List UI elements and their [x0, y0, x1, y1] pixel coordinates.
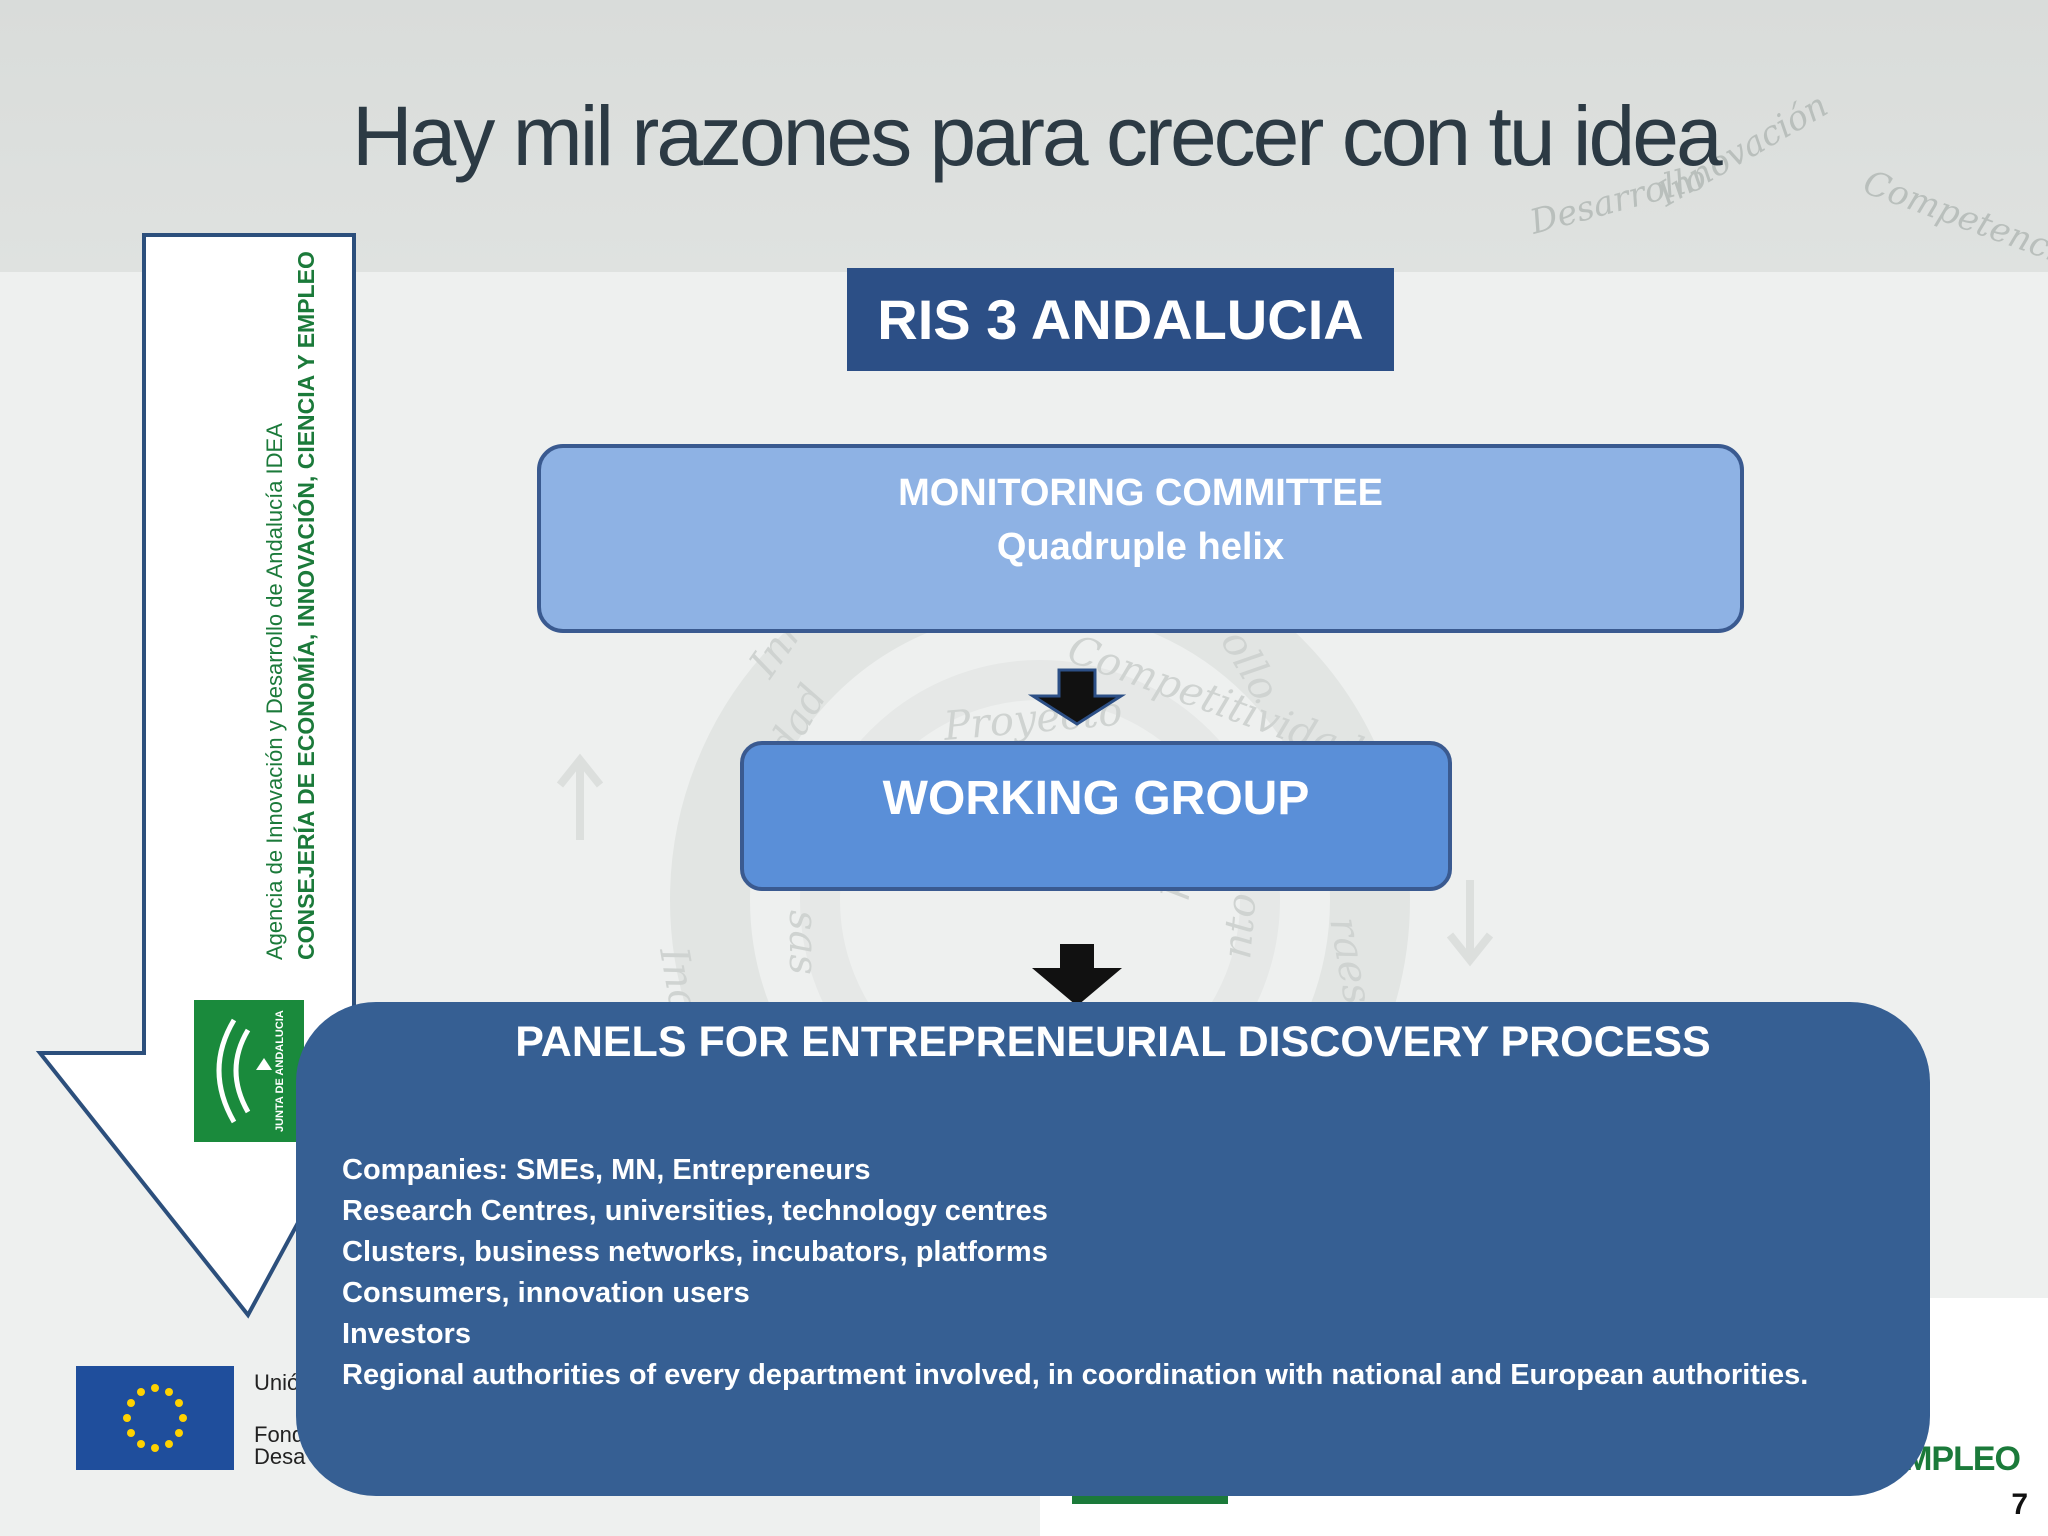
- watermark-word: sas: [780, 910, 826, 975]
- agency-vertical-text: Agencia de Innovación y Desarrollo de An…: [260, 251, 322, 960]
- down-arrow-icon: [1027, 668, 1127, 726]
- list-item: Clusters, business networks, incubators,…: [342, 1236, 1048, 1268]
- panels-box: PANELS FOR ENTREPRENEURIAL DISCOVERY PRO…: [296, 1002, 1930, 1496]
- monitoring-subtitle: Quadruple helix: [996, 526, 1285, 568]
- junta-emblem-icon: [216, 1018, 272, 1124]
- consejeria-name: CONSEJERÍA DE ECONOMÍA, INNOVACIÓN, CIEN…: [293, 251, 319, 960]
- eu-text-line: Desa: [254, 1444, 306, 1469]
- ris3-title-box: RIS 3 ANDALUCIA: [847, 268, 1394, 371]
- junta-andalucia-logo: JUNTA DE ANDALUCIA: [194, 1000, 304, 1142]
- down-arrow-icon: [1032, 944, 1122, 1006]
- working-group-box: WORKING GROUP: [740, 741, 1452, 891]
- list-item: Companies: SMEs, MN, Entrepreneurs: [342, 1154, 871, 1186]
- list-item: Research Centres, universities, technolo…: [342, 1195, 1048, 1227]
- watermark-word: ollo: [1211, 622, 1288, 709]
- monitoring-committee-box: MONITORING COMMITTEE Quadruple helix: [537, 444, 1744, 633]
- eu-stars-icon: [123, 1384, 187, 1452]
- eu-text-line: Fond: [254, 1422, 305, 1447]
- header-banner: Innovación Desarrollo Competencia: [0, 0, 2048, 278]
- agency-name: Agencia de Innovación y Desarrollo de An…: [262, 423, 287, 960]
- watermark-word: nto: [1214, 891, 1266, 961]
- list-item: Investors: [342, 1318, 471, 1350]
- panels-title: PANELS FOR ENTREPRENEURIAL DISCOVERY PRO…: [515, 1018, 1711, 1066]
- banner-word: Competencia: [1857, 162, 2048, 278]
- eu-text-line: Unió: [254, 1370, 300, 1395]
- list-item: Consumers, innovation users: [342, 1277, 750, 1309]
- monitoring-title: MONITORING COMMITTEE: [898, 472, 1383, 514]
- list-item: Regional authorities of every department…: [342, 1359, 1809, 1391]
- eu-flag-logo: [76, 1366, 234, 1470]
- junta-logo-text: JUNTA DE ANDALUCIA: [274, 1010, 286, 1132]
- panels-list: Companies: SMEs, MN, Entrepreneurs Resea…: [342, 1150, 1808, 1396]
- page-number: 7: [2011, 1488, 2028, 1521]
- page-title: Hay mil razones para crecer con tu idea: [352, 89, 1723, 183]
